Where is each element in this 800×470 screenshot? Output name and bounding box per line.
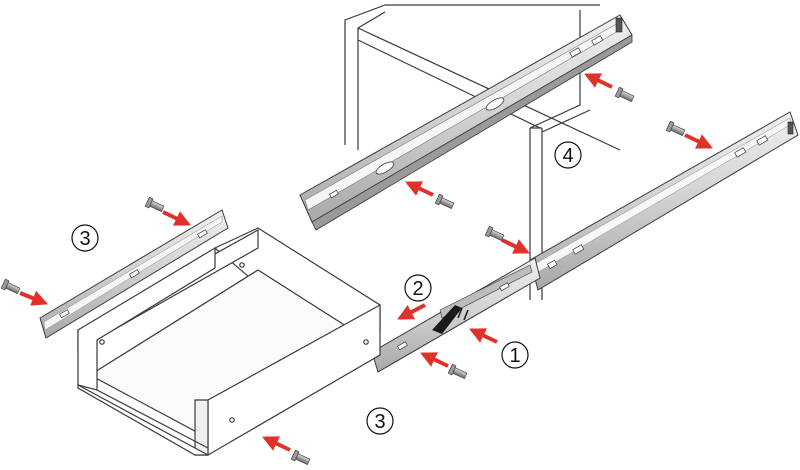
callout-step-3-left-label: 3 <box>79 228 90 250</box>
arrow-icon <box>684 133 713 149</box>
screw <box>290 449 311 466</box>
screw <box>144 196 165 213</box>
callout-step-3-drawer-label: 3 <box>374 411 385 433</box>
arrow-icon <box>501 238 530 254</box>
screw <box>665 120 686 137</box>
callout-step-2: 2 <box>404 274 432 302</box>
screws <box>0 86 686 466</box>
callout-step-1: 1 <box>501 341 529 369</box>
cabinet-side-rail-right <box>529 111 799 291</box>
arrow-icon <box>397 303 426 320</box>
screw <box>447 363 468 380</box>
screw <box>484 225 505 242</box>
release-lever <box>432 305 462 334</box>
arrow-icon <box>19 290 48 306</box>
direction-arrows <box>19 73 713 452</box>
screw <box>0 278 21 295</box>
callout-step-3-drawer: 3 <box>366 407 394 435</box>
callout-step-2-label: 2 <box>412 278 423 300</box>
arrow-icon <box>405 181 434 197</box>
drawer-box <box>77 227 381 457</box>
arrow-icon <box>420 352 449 368</box>
drawer-rail-left <box>39 209 229 339</box>
screw <box>434 193 455 210</box>
callout-step-4: 4 <box>554 141 582 169</box>
callout-step-3-left-rail: 3 <box>71 224 99 252</box>
callout-step-1-label: 1 <box>509 345 520 367</box>
arrow-icon <box>162 210 191 226</box>
arrow-icon <box>584 73 613 89</box>
arrow-icon <box>469 328 498 344</box>
arrow-icon <box>262 436 291 452</box>
screw <box>614 86 635 103</box>
callout-step-4-label: 4 <box>562 145 573 167</box>
extended-inner-slide <box>371 257 541 373</box>
back-rail <box>299 14 633 231</box>
